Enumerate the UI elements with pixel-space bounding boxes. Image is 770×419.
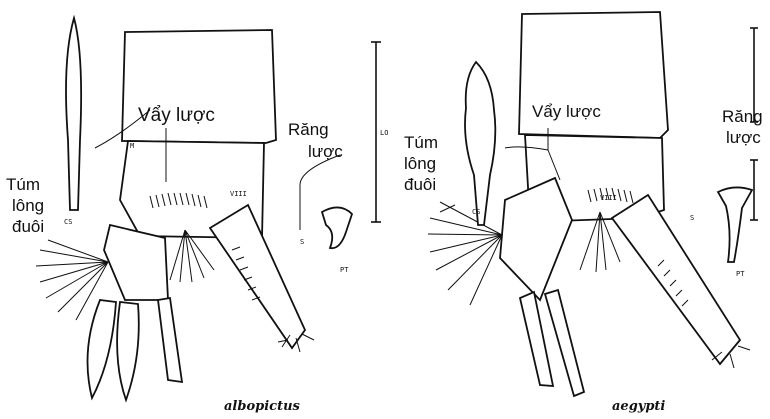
siphon-right (612, 195, 740, 364)
anal-saddle-right (500, 178, 572, 300)
label-rang-right-1: Răng (722, 107, 763, 126)
annot-cs-left: CS (64, 218, 72, 226)
aegypti-panel (428, 12, 758, 396)
label-tum-right-2: lông (404, 154, 436, 173)
annot-s-right: S (690, 214, 694, 222)
annot-seg: M (130, 142, 134, 150)
anal-papilla-2 (117, 302, 139, 400)
label-tum-left-2: lông (12, 196, 44, 215)
label-vay-luoc-left: Vẩy lược (138, 105, 215, 126)
annot-pt-right: PT (736, 270, 745, 278)
label-tum-left-1: Túm (6, 175, 40, 194)
label-rang-left-2: lược (308, 142, 343, 161)
pecten-tooth-detail-right (718, 187, 752, 262)
annot-viii-right: VIII (600, 194, 617, 202)
label-vay-luoc-right: Vẩy lược (532, 102, 601, 121)
caption-aegypti: aegypti (612, 399, 665, 414)
anal-papilla-3 (158, 298, 182, 382)
label-tum-left-3: đuôi (12, 217, 44, 236)
pecten-tooth-detail (322, 207, 352, 248)
label-tum-right-1: Túm (404, 133, 438, 152)
anal-saddle (104, 225, 168, 300)
caption-albopictus: albopictus (224, 399, 301, 414)
abdominal-segment-vii (122, 30, 276, 143)
comb-scale-detail-right (465, 62, 495, 225)
annot-s-left: S (300, 238, 304, 246)
label-rang-left-1: Răng (288, 120, 329, 139)
albopictus-panel (36, 18, 381, 400)
scale-bar-label: LO (380, 129, 388, 137)
annot-viii: VIII (230, 190, 247, 198)
comb-scale-detail (66, 18, 81, 210)
label-tum-right-3: đuôi (404, 175, 436, 194)
siphon (210, 205, 305, 348)
anal-papilla-1 (88, 300, 117, 398)
annot-cs-right: CS (472, 208, 480, 216)
label-rang-right-2: lược (726, 128, 761, 147)
annot-pt-left: PT (340, 266, 349, 274)
ventral-brush-right (428, 202, 502, 305)
